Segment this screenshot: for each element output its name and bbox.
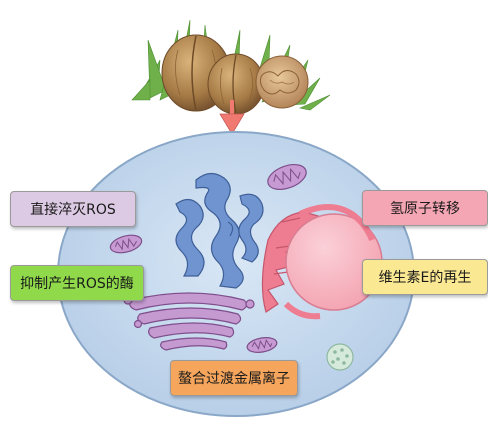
label-inhibit-ros-enzyme: 抑制产生ROS的酶 [10,265,144,301]
label-quench-ros: 直接淬灭ROS [10,191,136,227]
vesicle-icon [327,344,353,370]
label-hydrogen-transfer: 氢原子转移 [362,190,488,226]
walnut-kernel-icon [256,56,308,108]
label-chelate-metal-ions: 螯合过渡金属离子 [170,360,298,396]
label-vitamin-e-regen: 维生素E的再生 [362,259,488,295]
walnut-icon [162,35,308,114]
